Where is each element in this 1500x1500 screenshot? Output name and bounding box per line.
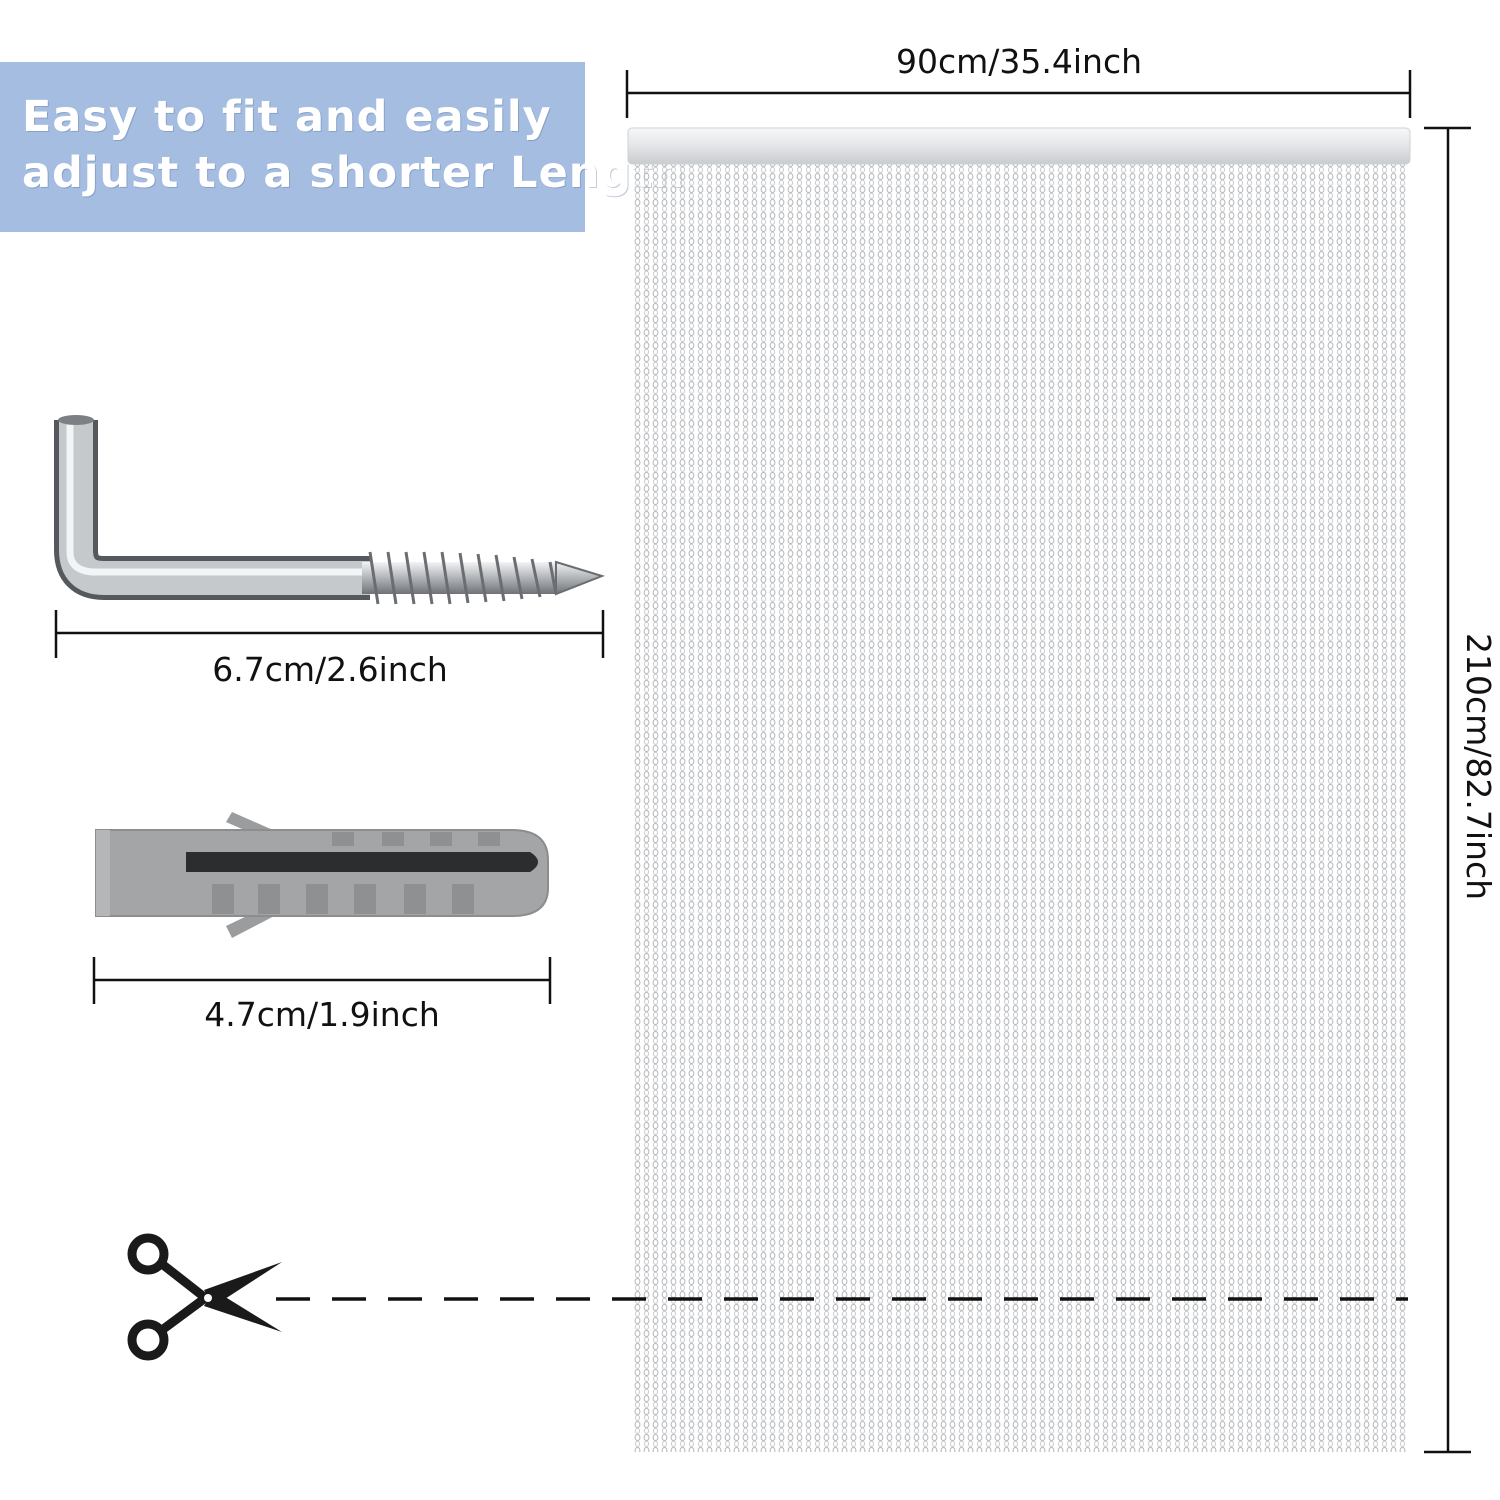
chain-curtain-icon: [627, 127, 1411, 1452]
curtain-rail: [627, 127, 1411, 165]
headline-line-2: adjust to a shorter Length: [22, 148, 686, 198]
anchor-length-label: 4.7cm/1.9inch: [204, 995, 440, 1034]
scissors-icon: [127, 1233, 282, 1361]
curtain-width-label: 90cm/35.4inch: [895, 42, 1143, 81]
wall-anchor-icon: [95, 812, 549, 938]
hook-length-label: 6.7cm/2.6inch: [212, 650, 448, 689]
anchor-dimension-line: [92, 957, 552, 1004]
chain-strands: [633, 160, 1408, 1452]
headline-banner: Easy to fit and easily adjust to a short…: [0, 62, 684, 232]
hook-dimension-line: [54, 610, 605, 658]
curtain-height-label: 210cm/82.7inch: [1459, 633, 1498, 901]
headline-line-1: Easy to fit and easily: [22, 92, 552, 142]
hook-screw-icon: [54, 415, 606, 605]
width-dimension-line: [625, 70, 1412, 118]
height-dimension-line: [1424, 126, 1471, 1454]
